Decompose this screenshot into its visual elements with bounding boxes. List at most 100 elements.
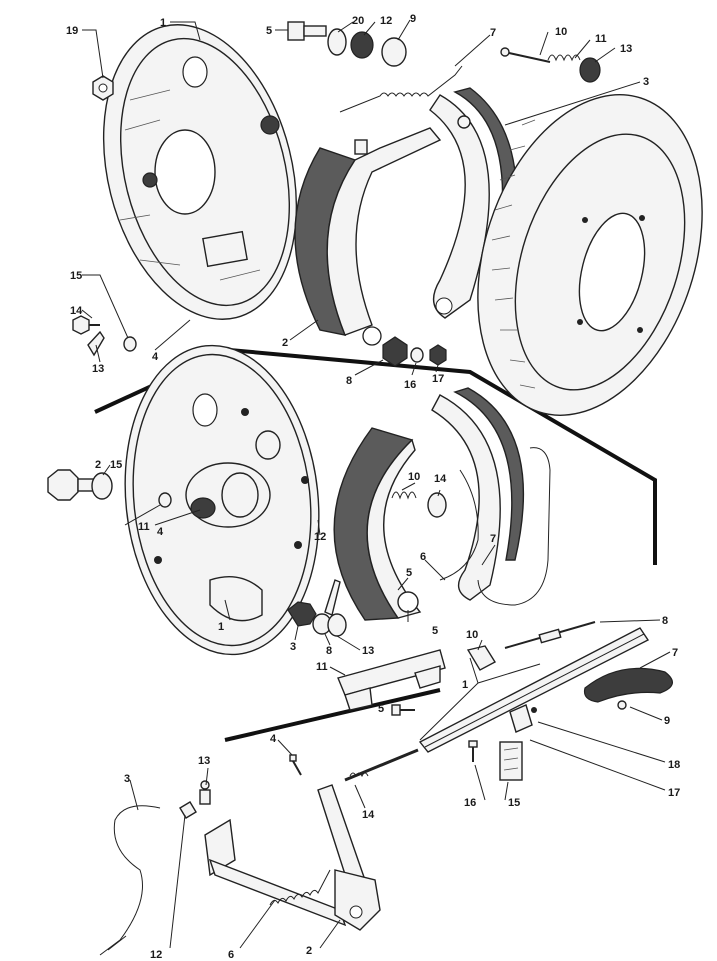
label-mid-1: 1 xyxy=(218,621,224,633)
nut-15-top xyxy=(123,336,137,352)
bracket-18 xyxy=(509,704,533,733)
pull-rod-14 xyxy=(344,748,419,782)
label-hb-17: 17 xyxy=(668,787,680,799)
handbrake-lever-1 xyxy=(418,627,650,753)
label-top-12: 12 xyxy=(380,15,392,27)
cam-13-middle xyxy=(327,613,347,637)
cup-13-top xyxy=(579,57,601,83)
label-hb-9: 9 xyxy=(664,715,670,727)
label-top-17: 17 xyxy=(432,373,444,385)
label-top-3: 3 xyxy=(643,76,649,88)
label-top-1: 1 xyxy=(160,17,166,29)
screw-9 xyxy=(617,700,627,710)
label-hb-16: 16 xyxy=(464,797,476,809)
return-spring-7-top xyxy=(339,65,463,113)
label-mid-15: 15 xyxy=(110,459,122,471)
bolt-5-middle xyxy=(391,704,415,716)
washer-16-top xyxy=(410,347,424,363)
lever-middle xyxy=(324,579,341,616)
brake-shoe-2-top xyxy=(294,127,442,346)
handbrake-grip-7 xyxy=(583,667,673,703)
label-top-13: 13 xyxy=(620,43,632,55)
label-mid-3: 3 xyxy=(290,641,296,653)
label-hb-7: 7 xyxy=(672,647,678,659)
nut-17-top xyxy=(429,344,447,366)
spring-6-bottom xyxy=(269,869,331,906)
label-mid-13: 13 xyxy=(362,645,374,657)
plate-15 xyxy=(499,741,523,781)
label-mid-5b: 5 xyxy=(432,625,438,637)
leader-lines xyxy=(81,19,671,949)
label-top-15: 15 xyxy=(70,270,82,282)
label-mid-11b: 11 xyxy=(316,661,328,673)
label-mid-12: 12 xyxy=(314,531,326,543)
label-top-14: 14 xyxy=(70,305,83,317)
label-top-19: 19 xyxy=(66,25,78,37)
label-mid-10: 10 xyxy=(408,471,420,483)
label-hb-4: 4 xyxy=(270,733,277,745)
label-bot-13: 13 xyxy=(198,755,210,767)
label-top-7: 7 xyxy=(490,27,496,39)
bolt-14-top xyxy=(72,315,100,335)
callout-labels: 19 1 5 20 12 9 7 10 11 13 3 15 14 13 4 2… xyxy=(66,13,680,961)
label-mid-4: 4 xyxy=(157,526,164,538)
separator-line-lower xyxy=(224,688,441,742)
label-top-8: 8 xyxy=(346,375,352,387)
label-mid-2: 2 xyxy=(95,459,101,471)
label-bot-3: 3 xyxy=(124,773,130,785)
backing-plate-top xyxy=(102,24,298,320)
clip-12-bottom xyxy=(179,801,197,819)
brake-pipe xyxy=(477,447,551,606)
label-bot-12: 12 xyxy=(150,949,162,961)
label-mid-14: 14 xyxy=(434,473,447,485)
label-top-20: 20 xyxy=(352,15,364,27)
label-hb-10: 10 xyxy=(466,629,478,641)
washer-9-top xyxy=(381,37,407,67)
label-top-11: 11 xyxy=(595,33,607,45)
lock-plate-13-top xyxy=(87,330,105,357)
clevis-13-bottom xyxy=(199,780,211,805)
label-mid-5a: 5 xyxy=(406,567,412,579)
brake-drum-3 xyxy=(477,94,703,416)
label-top-2: 2 xyxy=(282,337,288,349)
label-mid-5c: 5 xyxy=(378,703,384,715)
spring-10-middle xyxy=(391,491,417,500)
pin-10-top xyxy=(500,47,551,63)
label-hb-8: 8 xyxy=(662,615,668,627)
spring-11-top xyxy=(547,54,581,62)
label-top-10: 10 xyxy=(555,26,567,38)
label-bot-6: 6 xyxy=(228,949,234,961)
cup-14-middle xyxy=(427,492,447,518)
label-hb-14: 14 xyxy=(362,809,375,821)
cable-3 xyxy=(99,805,161,956)
label-hb-1: 1 xyxy=(462,679,468,691)
washer-15-middle xyxy=(91,472,113,500)
label-mid-7: 7 xyxy=(490,533,496,545)
bolt-2-middle xyxy=(47,469,95,501)
nut-19 xyxy=(92,75,114,101)
label-bot-2: 2 xyxy=(306,945,312,957)
bolt-5-top xyxy=(287,21,327,41)
rod-8 xyxy=(504,621,596,649)
brake-shoe-middle-left xyxy=(333,427,422,621)
label-hb-15: 15 xyxy=(508,797,520,809)
backing-plate-middle xyxy=(124,344,320,656)
label-mid-11: 11 xyxy=(138,521,150,533)
label-top-4: 4 xyxy=(152,351,159,363)
label-mid-8: 8 xyxy=(326,645,332,657)
brake-shoe-middle-right xyxy=(431,387,525,601)
nut-8-top xyxy=(382,336,408,367)
pin-4-hb xyxy=(289,754,302,776)
cross-shaft-bottom xyxy=(204,784,381,931)
screw-16 xyxy=(468,740,478,762)
label-top-5: 5 xyxy=(266,25,272,37)
label-top-16: 16 xyxy=(404,379,416,391)
nut-12-top xyxy=(350,31,374,59)
washer-20-top xyxy=(327,28,347,56)
adjuster-bar-11 xyxy=(337,649,446,711)
label-mid-6: 6 xyxy=(420,551,426,563)
label-top-13b: 13 xyxy=(92,363,104,375)
pawl-10 xyxy=(466,645,496,671)
label-hb-18: 18 xyxy=(668,759,680,771)
